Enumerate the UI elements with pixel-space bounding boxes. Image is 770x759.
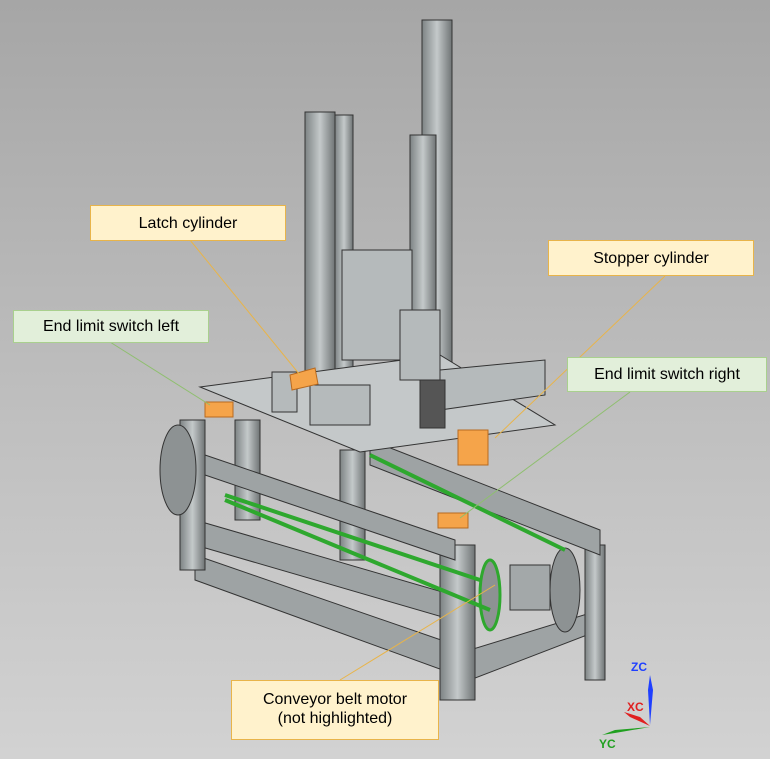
callout-latch-cylinder: Latch cylinder [90, 205, 286, 241]
end-limit-switch-right-part [437, 512, 469, 529]
highlighted-parts [204, 367, 489, 529]
pulleys [159, 424, 581, 633]
axis-label-x: XC [627, 700, 644, 714]
stopper-cylinder-part [457, 429, 489, 466]
conveyor-belts [224, 453, 566, 612]
end-limit-switch-left-part [204, 401, 234, 418]
plate-components [271, 249, 546, 429]
callout-conveyor-line1: Conveyor belt motor [262, 691, 408, 708]
leader-lines [109, 239, 666, 681]
base-frame [179, 419, 606, 701]
callout-stopper-cylinder: Stopper cylinder [548, 240, 754, 276]
z-axis-arrow [648, 675, 653, 725]
callout-conveyor-belt-motor: Conveyor belt motor (not highlighted) [231, 680, 439, 740]
callout-end-limit-switch-left: End limit switch left [13, 310, 209, 343]
axis-label-z: ZC [631, 660, 647, 674]
latch-cylinder-part [289, 367, 319, 391]
callout-end-limit-switch-right: End limit switch right [567, 357, 767, 392]
x-axis-arrow [624, 712, 650, 726]
callout-conveyor-line2: (not highlighted) [277, 710, 393, 727]
axis-label-y: YC [599, 737, 616, 751]
y-axis-arrow [602, 727, 650, 735]
axis-triad [602, 675, 653, 735]
